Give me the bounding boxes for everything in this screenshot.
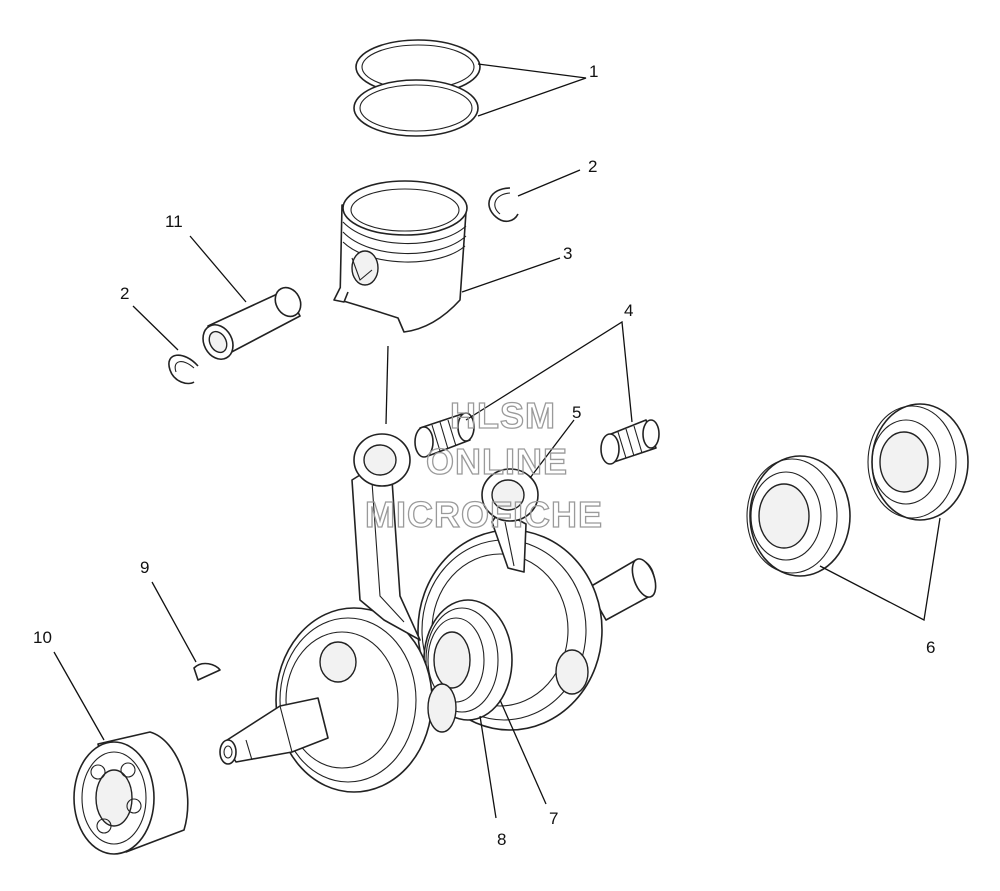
- callout-1: 1: [589, 62, 598, 81]
- assembly-line-piston-rod: [385, 345, 389, 425]
- callout-2-left: 2: [120, 284, 129, 303]
- main-bearing-right-upper: [867, 403, 969, 521]
- watermark-line-3: MICROFICHE: [365, 494, 603, 535]
- callout-7: 7: [549, 809, 558, 828]
- woodruff-key: [193, 662, 221, 681]
- connecting-rod-left: [351, 433, 421, 641]
- callout-2-right: 2: [588, 157, 597, 176]
- callout-8: 8: [497, 830, 506, 849]
- callout-11: 11: [165, 212, 183, 231]
- needle-bearing-left: [414, 412, 475, 458]
- needle-bearing-right: [600, 419, 660, 465]
- watermark-line-1: HLSM: [450, 395, 556, 436]
- callout-6: 6: [926, 638, 935, 657]
- callout-5: 5: [572, 403, 581, 422]
- wrist-pin: [202, 286, 302, 360]
- callout-9: 9: [140, 558, 149, 577]
- circlip-left: [168, 354, 199, 385]
- callout-4: 4: [624, 301, 633, 320]
- circlip-right: [488, 187, 519, 223]
- callout-labels: 1 2 2 3 4 5 6 7 8 9 10 11: [33, 62, 935, 849]
- main-bearing-right-lower: [746, 455, 851, 577]
- main-bearing-left: [73, 731, 189, 855]
- piston-rings: [353, 39, 481, 137]
- watermark: HLSM ONLINE MICROFICHE: [364, 394, 603, 535]
- crankshaft: [219, 529, 657, 793]
- connecting-rod-right: [481, 468, 539, 573]
- piston: [333, 180, 468, 333]
- watermark-line-2: ONLINE: [426, 441, 568, 482]
- leader-lines: [53, 63, 941, 819]
- callout-3: 3: [563, 244, 572, 263]
- callout-10: 10: [33, 628, 52, 647]
